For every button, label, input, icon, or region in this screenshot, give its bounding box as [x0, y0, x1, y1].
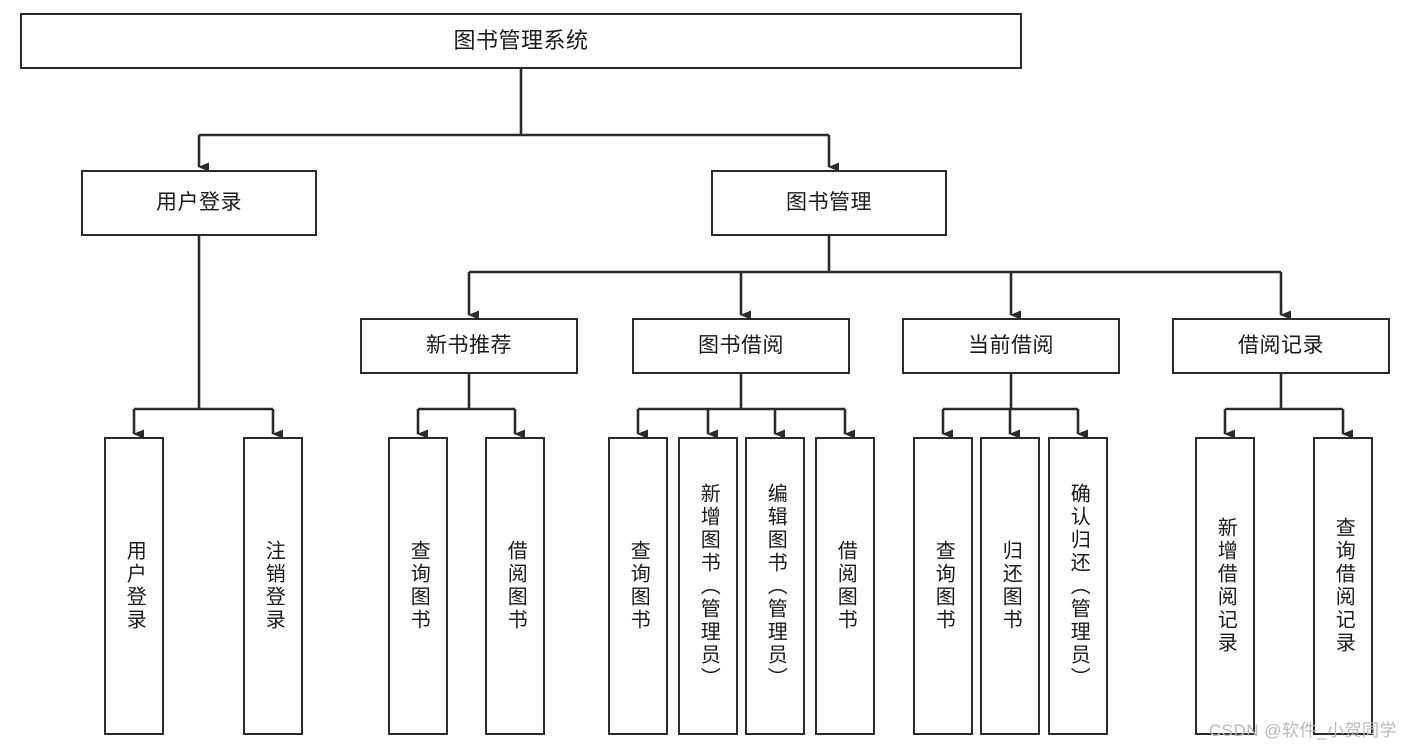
node-box-查询借阅记录[interactable]: 查询借阅记录 — [1313, 437, 1373, 735]
node-label: 当前借阅 — [968, 334, 1054, 358]
node-box-当前借阅[interactable]: 当前借阅 — [902, 318, 1120, 374]
node-label: 查询图书 — [932, 540, 955, 632]
node-label: 查询借阅记录 — [1332, 517, 1355, 655]
node-label: 借阅图书 — [834, 540, 857, 632]
node-label: 查询图书 — [627, 540, 650, 632]
node-label: 图书管理 — [786, 191, 872, 215]
node-box-借阅图书[interactable]: 借阅图书 — [815, 437, 875, 735]
node-box-图书管理[interactable]: 图书管理 — [711, 170, 947, 236]
node-label: 注销登录 — [262, 540, 285, 632]
node-box-借阅记录[interactable]: 借阅记录 — [1172, 318, 1390, 374]
node-label: 查询图书 — [407, 540, 430, 632]
node-label: 借阅图书 — [504, 540, 527, 632]
node-label: 用户登录 — [123, 540, 146, 632]
node-label: 图书管理系统 — [453, 27, 589, 53]
node-label: 归还图书 — [999, 540, 1022, 632]
node-box-图书管理系统[interactable]: 图书管理系统 — [20, 13, 1022, 69]
node-box-新书推荐[interactable]: 新书推荐 — [360, 318, 578, 374]
node-box-确认归还管理员[interactable]: 确认归还（管理员） — [1048, 437, 1108, 735]
node-box-归还图书[interactable]: 归还图书 — [980, 437, 1040, 735]
node-label: 借阅记录 — [1238, 334, 1324, 358]
node-box-新增借阅记录[interactable]: 新增借阅记录 — [1195, 437, 1255, 735]
node-box-借阅图书[interactable]: 借阅图书 — [485, 437, 545, 735]
node-box-查询图书[interactable]: 查询图书 — [608, 437, 668, 735]
node-box-图书借阅[interactable]: 图书借阅 — [632, 318, 850, 374]
node-box-用户登录[interactable]: 用户登录 — [81, 170, 317, 236]
node-label: 图书借阅 — [698, 334, 784, 358]
node-box-查询图书[interactable]: 查询图书 — [913, 437, 973, 735]
node-label: 用户登录 — [156, 191, 242, 215]
node-label: 新书推荐 — [426, 334, 512, 358]
node-box-编辑图书管理员[interactable]: 编辑图书（管理员） — [745, 437, 805, 735]
node-label: 新增借阅记录 — [1214, 517, 1237, 655]
node-box-注销登录[interactable]: 注销登录 — [243, 437, 303, 735]
node-box-查询图书[interactable]: 查询图书 — [388, 437, 448, 735]
csdn-watermark: CSDN @软件_小贺同学 — [1208, 721, 1397, 740]
node-box-新增图书管理员[interactable]: 新增图书（管理员） — [678, 437, 738, 735]
node-label: 确认归还（管理员） — [1067, 482, 1090, 690]
node-label: 编辑图书（管理员） — [764, 482, 787, 690]
node-box-用户登录[interactable]: 用户登录 — [104, 437, 164, 735]
node-label: 新增图书（管理员） — [697, 482, 720, 690]
